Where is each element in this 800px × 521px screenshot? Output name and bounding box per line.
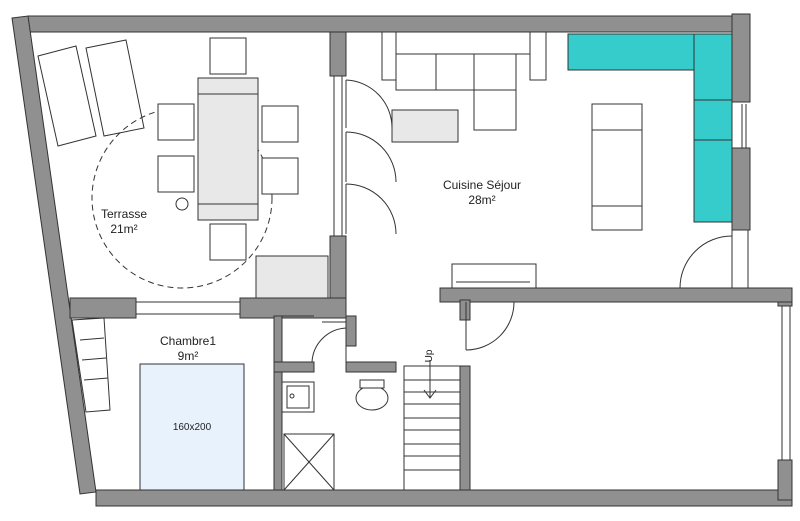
chair-right-2: [261, 157, 299, 195]
stairs-up-label: Up: [424, 349, 435, 362]
sun-lounger-2: [85, 39, 145, 137]
chair-top: [209, 37, 247, 75]
bathroom-furniture: [281, 379, 389, 491]
wall-right-upper: [731, 13, 751, 103]
wall-stairs-top-stub: [459, 299, 471, 321]
wall-bath-top: [273, 361, 315, 373]
chair-bottom: [209, 223, 247, 261]
storage-box: [255, 255, 329, 299]
wall-sejour-bottom: [439, 287, 793, 303]
wall-bottom: [95, 489, 793, 507]
labels: Terrasse 21m² Cuisine Séjour 28m² Chambr…: [101, 178, 521, 433]
sejour-area: 28m²: [468, 193, 495, 207]
wall-right-mid: [731, 147, 751, 231]
stairs-arrow-icon: [423, 360, 437, 399]
wall-terrasse-sejour-1: [329, 31, 347, 77]
tv-unit: [451, 263, 537, 289]
kitchen-island: [591, 103, 643, 231]
sejour-name: Cuisine Séjour: [443, 178, 521, 192]
stairs: [403, 360, 461, 491]
wall-bath-right-2: [345, 361, 397, 373]
wall-bath-left: [273, 315, 283, 491]
bed: [139, 363, 245, 491]
coffee-table: [391, 109, 459, 143]
terrasse-name: Terrasse: [101, 207, 147, 221]
sun-lounger-1: [37, 45, 97, 147]
chair-left-2: [157, 155, 195, 193]
umbrella-pole: [175, 197, 189, 211]
kitchen-counter: [567, 33, 733, 223]
walls: [11, 13, 793, 507]
wall-stairs-right: [459, 365, 471, 491]
terrasse-area: 21m²: [110, 222, 137, 236]
staircase: [403, 365, 461, 491]
toilet: [355, 385, 389, 411]
bed-size-label: 160x200: [173, 422, 212, 433]
chair-right-1: [261, 105, 299, 143]
wall-top: [27, 15, 751, 33]
terrasse-furniture: [37, 37, 329, 299]
sejour-furniture: [381, 31, 733, 289]
dining-table: [197, 77, 259, 221]
wall-terrasse-chambre-2: [239, 297, 347, 319]
sofa: [381, 31, 531, 55]
wall-bath-right: [345, 315, 357, 347]
chambre-name: Chambre1: [160, 334, 216, 348]
chambre-area: 9m²: [178, 349, 199, 363]
chair-left-1: [157, 103, 195, 141]
wardrobe: [71, 317, 111, 413]
doors: [274, 79, 733, 363]
chambre-furniture: [71, 317, 245, 491]
wall-terrasse-chambre: [69, 297, 137, 319]
wall-right-lower-bottom: [777, 459, 793, 501]
